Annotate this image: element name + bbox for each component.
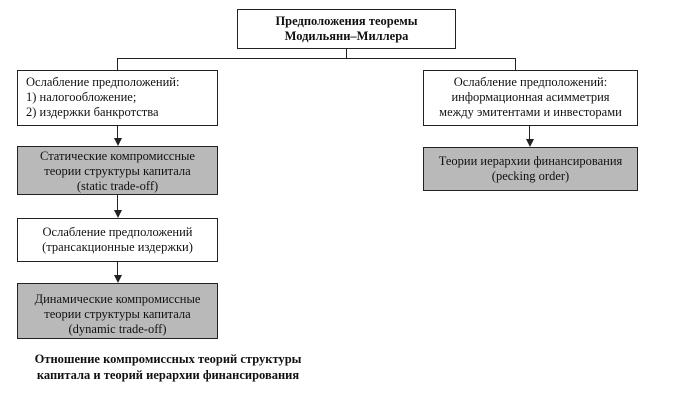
arrow-left-1-head (114, 138, 122, 146)
dynamic-line-3: (dynamic trade-off) (68, 322, 167, 336)
arrow-left-2-head (114, 210, 122, 218)
pecking-line-1: Теории иерархии финансирования (438, 154, 623, 168)
left-relax-box-2: Ослабление предположений (трансакционные… (17, 218, 218, 262)
figure-caption: Отношение компромиссных теорий структуры… (18, 351, 318, 383)
arrow-left-2-shaft (117, 195, 119, 210)
top-box-line-2: Модильяни–Миллера (284, 29, 409, 43)
left-relax-box-1: Ослабление предположений: 1) налогооблож… (17, 70, 218, 126)
arrow-left-1-shaft (117, 126, 119, 139)
left-relax1-line-1: Ослабление предположений: (26, 75, 180, 89)
left-relax2-line-2: (трансакционные издержки) (42, 240, 193, 254)
connector-right-down (515, 58, 517, 70)
static-trade-off-box: Статические компромиссные теории структу… (17, 146, 218, 195)
dynamic-line-1: Динамические компромиссные (34, 292, 201, 306)
dynamic-line-2: теории структуры капитала (44, 307, 191, 321)
connector-horizontal-branch (117, 58, 515, 60)
arrow-right-head (526, 139, 534, 147)
arrow-left-3-shaft (117, 262, 119, 275)
pecking-order-box: Теории иерархии финансирования (pecking … (423, 147, 638, 191)
connector-left-down (117, 58, 119, 70)
right-relax-line-3: между эмитентами и инвесторами (439, 105, 622, 119)
connector-top-down (346, 49, 348, 58)
static-line-2: теории структуры капитала (44, 164, 191, 178)
pecking-line-2: (pecking order) (491, 169, 570, 183)
left-relax1-line-3: 2) издержки банкротства (26, 105, 159, 119)
left-relax2-line-1: Ослабление предположений (42, 225, 193, 239)
right-relax-line-1: Ослабление предположений: (453, 75, 608, 89)
static-line-3: (static trade-off) (76, 179, 159, 193)
top-box-line-1: Предположения теоремы (275, 14, 418, 28)
static-line-1: Статические компромиссные (40, 149, 195, 163)
left-relax1-line-2: 1) налогообложение; (26, 90, 137, 104)
arrow-left-3-head (114, 275, 122, 283)
right-relax-line-2: информационная асимметрия (451, 90, 610, 104)
top-box-mm-theorem: Предположения теоремы Модильяни–Миллера (237, 9, 456, 49)
right-relax-box: Ослабление предположений: информационная… (423, 70, 638, 126)
dynamic-trade-off-box: Динамические компромиссные теории структ… (17, 283, 218, 339)
arrow-right-shaft (529, 126, 531, 140)
caption-line-2: капитала и теорий иерархии финансировани… (36, 368, 300, 382)
caption-line-1: Отношение компромиссных теорий структуры (34, 352, 302, 366)
